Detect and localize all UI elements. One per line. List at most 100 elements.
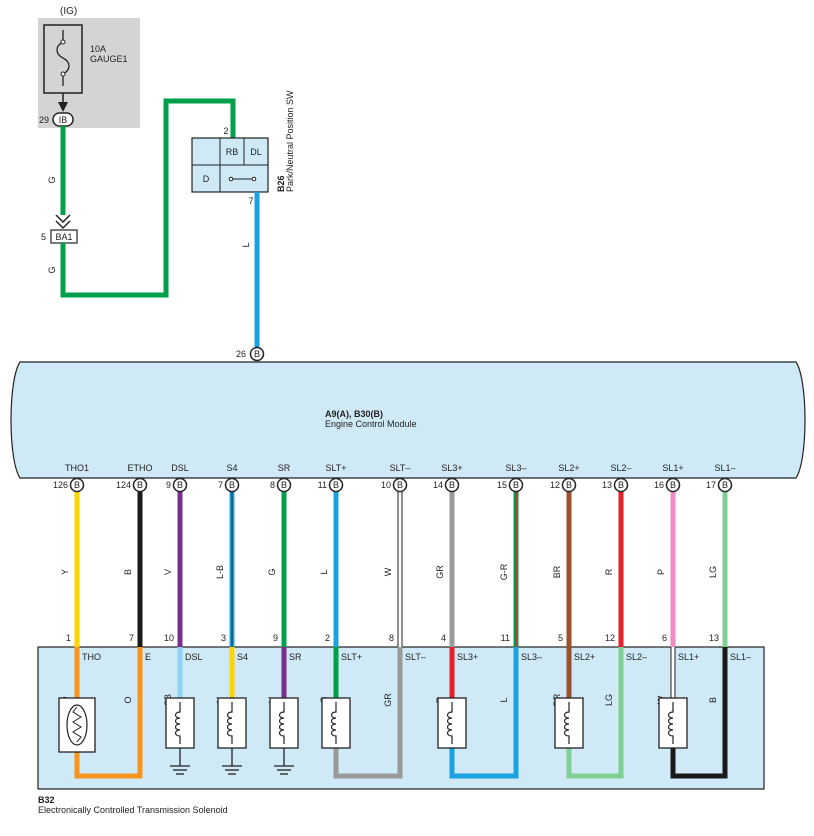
wire-g-top-label: G xyxy=(47,176,57,183)
coil-icon xyxy=(330,702,337,744)
switch-pin-out: 7 xyxy=(248,196,253,206)
ecm-connector-letter: B xyxy=(177,480,183,490)
lower-wire-label: LG xyxy=(604,694,614,706)
ecm-connector-letter: B xyxy=(74,480,80,490)
solenoid-terminal-label: DSL xyxy=(185,652,203,662)
solenoid-pin-number: 12 xyxy=(605,633,615,643)
ib-connector-label: IB xyxy=(59,115,68,125)
ecm-connector-letter: B xyxy=(449,480,455,490)
ecm-connector-pin xyxy=(561,477,577,493)
ecm-pin-number: 16 xyxy=(654,480,664,490)
lower-wire-return xyxy=(333,647,403,779)
lower-wire-return xyxy=(670,647,728,779)
fuse-area xyxy=(38,18,140,128)
ecm-pin-number: 12 xyxy=(550,480,560,490)
ecm-terminal-label: SR xyxy=(278,463,291,473)
ecm-connector-letter: B xyxy=(229,480,235,490)
ecm-terminal-label: SL3+ xyxy=(441,463,462,473)
upper-wire-label: Y xyxy=(60,569,70,575)
ecm-d-pin: 26 xyxy=(236,349,246,359)
ecm-name: Engine Control Module xyxy=(325,419,417,429)
switch-cell-dl: DL xyxy=(250,147,262,157)
solenoid-code: B32 xyxy=(38,795,55,805)
lower-wire-label: GR xyxy=(383,693,393,707)
solenoid-terminal-label: SL3– xyxy=(521,652,542,662)
coil-icon xyxy=(174,702,181,744)
lower-wire-label: L xyxy=(499,697,509,702)
coil-icon xyxy=(226,702,233,744)
lower-wire-return xyxy=(566,647,624,779)
ecm-connector-letter: B xyxy=(333,480,339,490)
wire-g-bottom-label: G xyxy=(47,266,57,273)
signal-columns: YTHO1B1261THOOBETHOB1247EOVDSLB910DSLSBL… xyxy=(53,463,751,707)
ecm-pin-number: 9 xyxy=(166,480,171,490)
arrow-down-icon xyxy=(58,102,68,112)
ib-pin: 29 xyxy=(39,115,49,125)
solenoid-terminal-label: SLT– xyxy=(405,652,426,662)
ecm-code: A9(A), B30(B) xyxy=(325,409,383,419)
upper-wire-label: B xyxy=(123,569,133,575)
solenoid-pin-number: 3 xyxy=(221,633,226,643)
ecm-connector-pin xyxy=(276,477,292,493)
lower-wire-return xyxy=(449,647,519,779)
ecm-connector-letter: B xyxy=(722,480,728,490)
solenoid-name: Electronically Controlled Transmission S… xyxy=(38,805,228,815)
ecm-connector-pin xyxy=(132,477,148,493)
ecm-pin-number: 11 xyxy=(318,480,327,490)
ecm-terminal-label: SL1– xyxy=(714,463,735,473)
lower-wire-loop xyxy=(74,647,143,779)
upper-wire-label: W xyxy=(383,567,393,576)
ecm-d-connector-label: B xyxy=(254,349,260,359)
lower-wire-label: O xyxy=(123,696,133,703)
ecm-connector-pin xyxy=(328,477,344,493)
solenoid-terminal-label: E xyxy=(145,652,151,662)
ecm-pin-number: 15 xyxy=(497,480,507,490)
ecm-terminal-label: ETHO xyxy=(127,463,152,473)
ecm-connector-letter: B xyxy=(513,480,519,490)
solenoid-terminal-label: THO xyxy=(82,652,101,662)
solenoid-pin-number: 7 xyxy=(129,633,134,643)
ecm-connector-pin xyxy=(69,477,85,493)
coil-icon xyxy=(278,702,285,744)
solenoid-terminal-label: SL2+ xyxy=(574,652,595,662)
junction-chevron-icon xyxy=(55,214,71,230)
ecm-pin-number: 10 xyxy=(381,480,391,490)
ecm-pin-number: 126 xyxy=(53,480,68,490)
switch-code: B26 xyxy=(276,175,286,192)
fuse-icon xyxy=(56,30,70,86)
solenoid-terminal-label: SL1– xyxy=(730,652,751,662)
solenoid-terminal-label: S4 xyxy=(237,652,248,662)
ecm-pin-number: 124 xyxy=(116,480,131,490)
ecm-d-connector xyxy=(249,346,265,362)
coil-icon xyxy=(563,702,570,744)
ecm-pin-number: 7 xyxy=(218,480,223,490)
solenoid-pin-number: 11 xyxy=(501,633,510,643)
solenoid-components xyxy=(58,647,728,779)
lower-wire-label: B xyxy=(708,697,718,703)
ig-label: (IG) xyxy=(60,6,77,17)
ecm-terminal-label: SLT+ xyxy=(325,463,346,473)
ecm-terminal-label: SL3– xyxy=(505,463,526,473)
upper-wire-label: G xyxy=(267,568,277,575)
solenoid-pin-number: 4 xyxy=(441,633,446,643)
upper-wire-label: BR xyxy=(552,565,562,578)
fuse-rating: 10A xyxy=(90,44,106,54)
ecm-pin-number: 8 xyxy=(270,480,275,490)
switch-cell-rb: RB xyxy=(226,147,239,157)
upper-wire-label: G-R xyxy=(499,563,509,580)
ecm-connector-pin xyxy=(172,477,188,493)
ecm-connector-pin xyxy=(392,477,408,493)
solenoid-terminal-label: SL2– xyxy=(626,652,647,662)
ecm-terminal-label: SLT– xyxy=(390,463,411,473)
ecm-terminal-label: SL2+ xyxy=(558,463,579,473)
ecm-terminal-label: DSL xyxy=(171,463,189,473)
coil-icon xyxy=(667,702,674,744)
solenoid-pin-number: 1 xyxy=(66,633,71,643)
ecm-connector-pin xyxy=(665,477,681,493)
solenoid-pin-number: 10 xyxy=(164,633,174,643)
solenoid-pin-number: 6 xyxy=(662,633,667,643)
solenoid-pin-number: 13 xyxy=(709,633,719,643)
upper-wire-label: L-B xyxy=(215,565,225,579)
ba1-label: BA1 xyxy=(55,232,72,242)
